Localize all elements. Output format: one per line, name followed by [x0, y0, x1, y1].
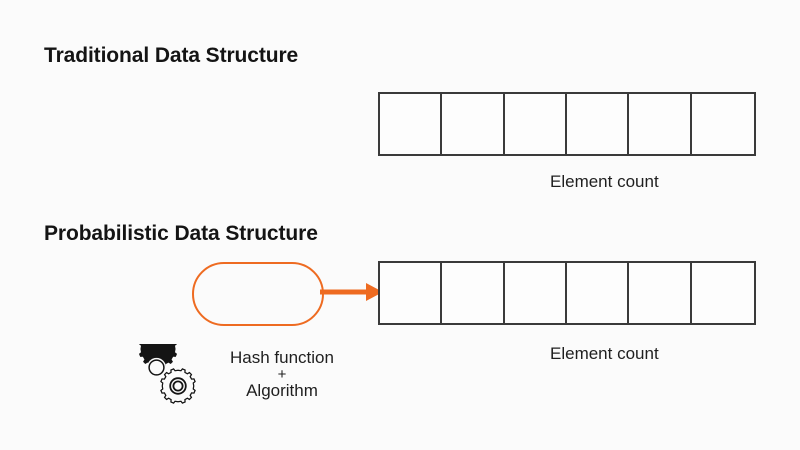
grid-cell [692, 94, 754, 154]
hash-label-plus: + [277, 366, 287, 384]
hash-function-label: Hash function + Algorithm [197, 348, 367, 401]
heading-traditional-data-structure: Traditional Data Structure [44, 44, 299, 67]
grid-cell [380, 94, 443, 154]
probabilistic-cell-grid [378, 261, 756, 325]
gear-cluster [138, 344, 196, 404]
grid-cell [505, 94, 567, 154]
traditional-cell-grid [378, 92, 756, 156]
grid-cell [692, 263, 754, 323]
hash-label-line-1: Hash function [230, 348, 334, 367]
grid-cell [567, 94, 630, 154]
grid-cell [442, 263, 505, 323]
caption-probabilistic-element-count: Element count [550, 344, 659, 363]
hash-function-pill [192, 262, 324, 326]
grid-cell [442, 94, 505, 154]
grid-cell [567, 263, 630, 323]
grid-cell [629, 263, 692, 323]
gear-outline-icon [160, 368, 196, 404]
hash-label-line-3: Algorithm [246, 381, 318, 401]
gear-icon [138, 344, 178, 369]
grid-cell [380, 263, 443, 323]
grid-cell [505, 263, 567, 323]
arrow-right-icon [320, 283, 383, 301]
caption-traditional-element-count: Element count [550, 172, 659, 191]
heading-probabilistic-data-structure: Probabilistic Data Structure [44, 222, 318, 245]
grid-cell [629, 94, 692, 154]
